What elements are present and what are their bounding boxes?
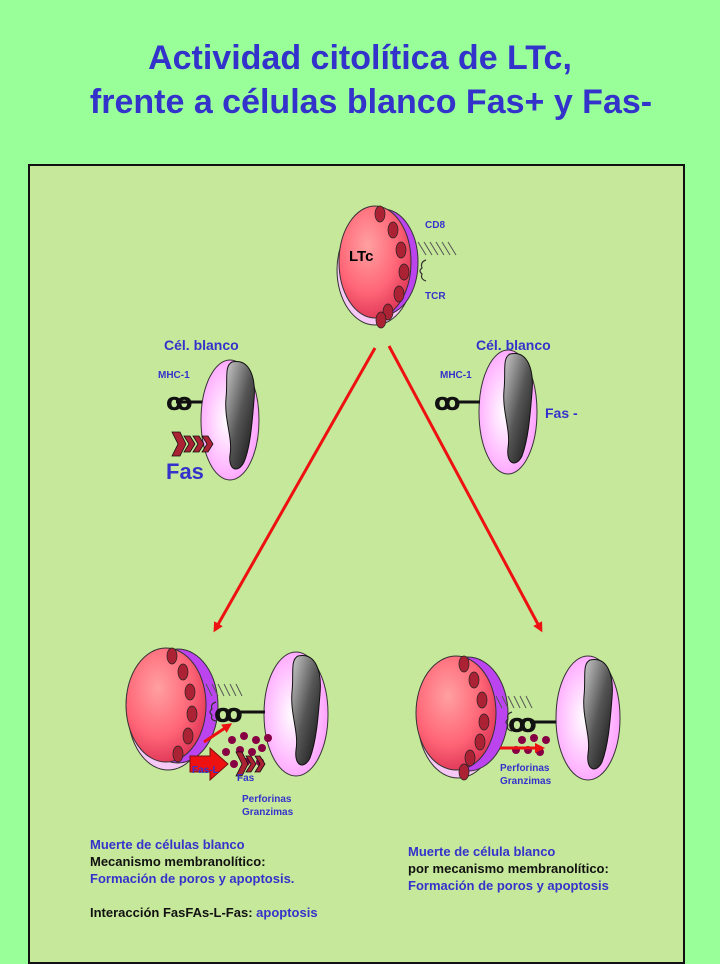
interaction-right: ꝏ [415,655,621,781]
arrow-right [387,345,543,633]
left-caption: Muerte de células blanco Mecanismo membr… [90,836,318,921]
right-caption-line-2: por mecanismo membranolítico: [408,861,609,876]
left-caption-line-2: Mecanismo membranolítico: [90,854,266,869]
svg-text:ꝏ: ꝏ [166,388,193,416]
svg-text:ꝏ: ꝏ [508,709,537,739]
mhc-right-label: MHC-1 [440,370,472,381]
target-cell-right: ꝏ [434,349,538,475]
arrow-left [213,347,377,633]
right-caption: Muerte de célula blanco por mecanismo me… [408,843,609,894]
page-title: Actividad citolítica de LTc, frente a cé… [0,36,720,124]
interaction-left: ꝏ [125,647,329,782]
ltc-label: LTc [349,248,374,265]
granzimas-right-label: Granzimas [500,776,552,787]
left-caption-line-4a: Interacción FasFAs-L-Fas: [90,905,253,920]
fas-minus-label: Fas - [545,405,578,421]
ltc-cell-top [336,205,457,329]
svg-text:ꝏ: ꝏ [214,699,243,729]
left-caption-line-1: Muerte de células blanco [90,837,245,852]
cd8-label: CD8 [425,220,446,231]
granzimas-left-label: Granzimas [242,807,294,818]
fasl-label: Fas-L [192,765,219,776]
right-caption-line-1: Muerte de célula blanco [408,844,556,859]
perforinas-right-label: Perforinas [500,763,550,774]
fas-big-label: Fas [166,459,204,484]
tcr-label: TCR [425,291,446,302]
right-caption-line-3: Formación de poros y apoptosis [408,878,609,893]
mhc-left-label: MHC-1 [158,370,190,381]
target-right-label: Cél. blanco [476,337,551,353]
fas-bottom-label: Fas [237,773,255,784]
svg-text:ꝏ: ꝏ [434,388,461,416]
left-caption-line-4: Interacción FasFAs-L-Fas: apoptosis [90,904,318,921]
perforinas-left-label: Perforinas [242,794,292,805]
title-line-1: Actividad citolítica de LTc, [148,39,572,77]
left-caption-line-3: Formación de poros y apoptosis. [90,871,295,886]
left-caption-line-4b: apoptosis [252,905,318,920]
title-line-2: frente a células blanco Fas+ y Fas- [89,83,653,121]
target-left-label: Cél. blanco [164,337,239,353]
target-cell-left: ꝏ [166,359,260,481]
